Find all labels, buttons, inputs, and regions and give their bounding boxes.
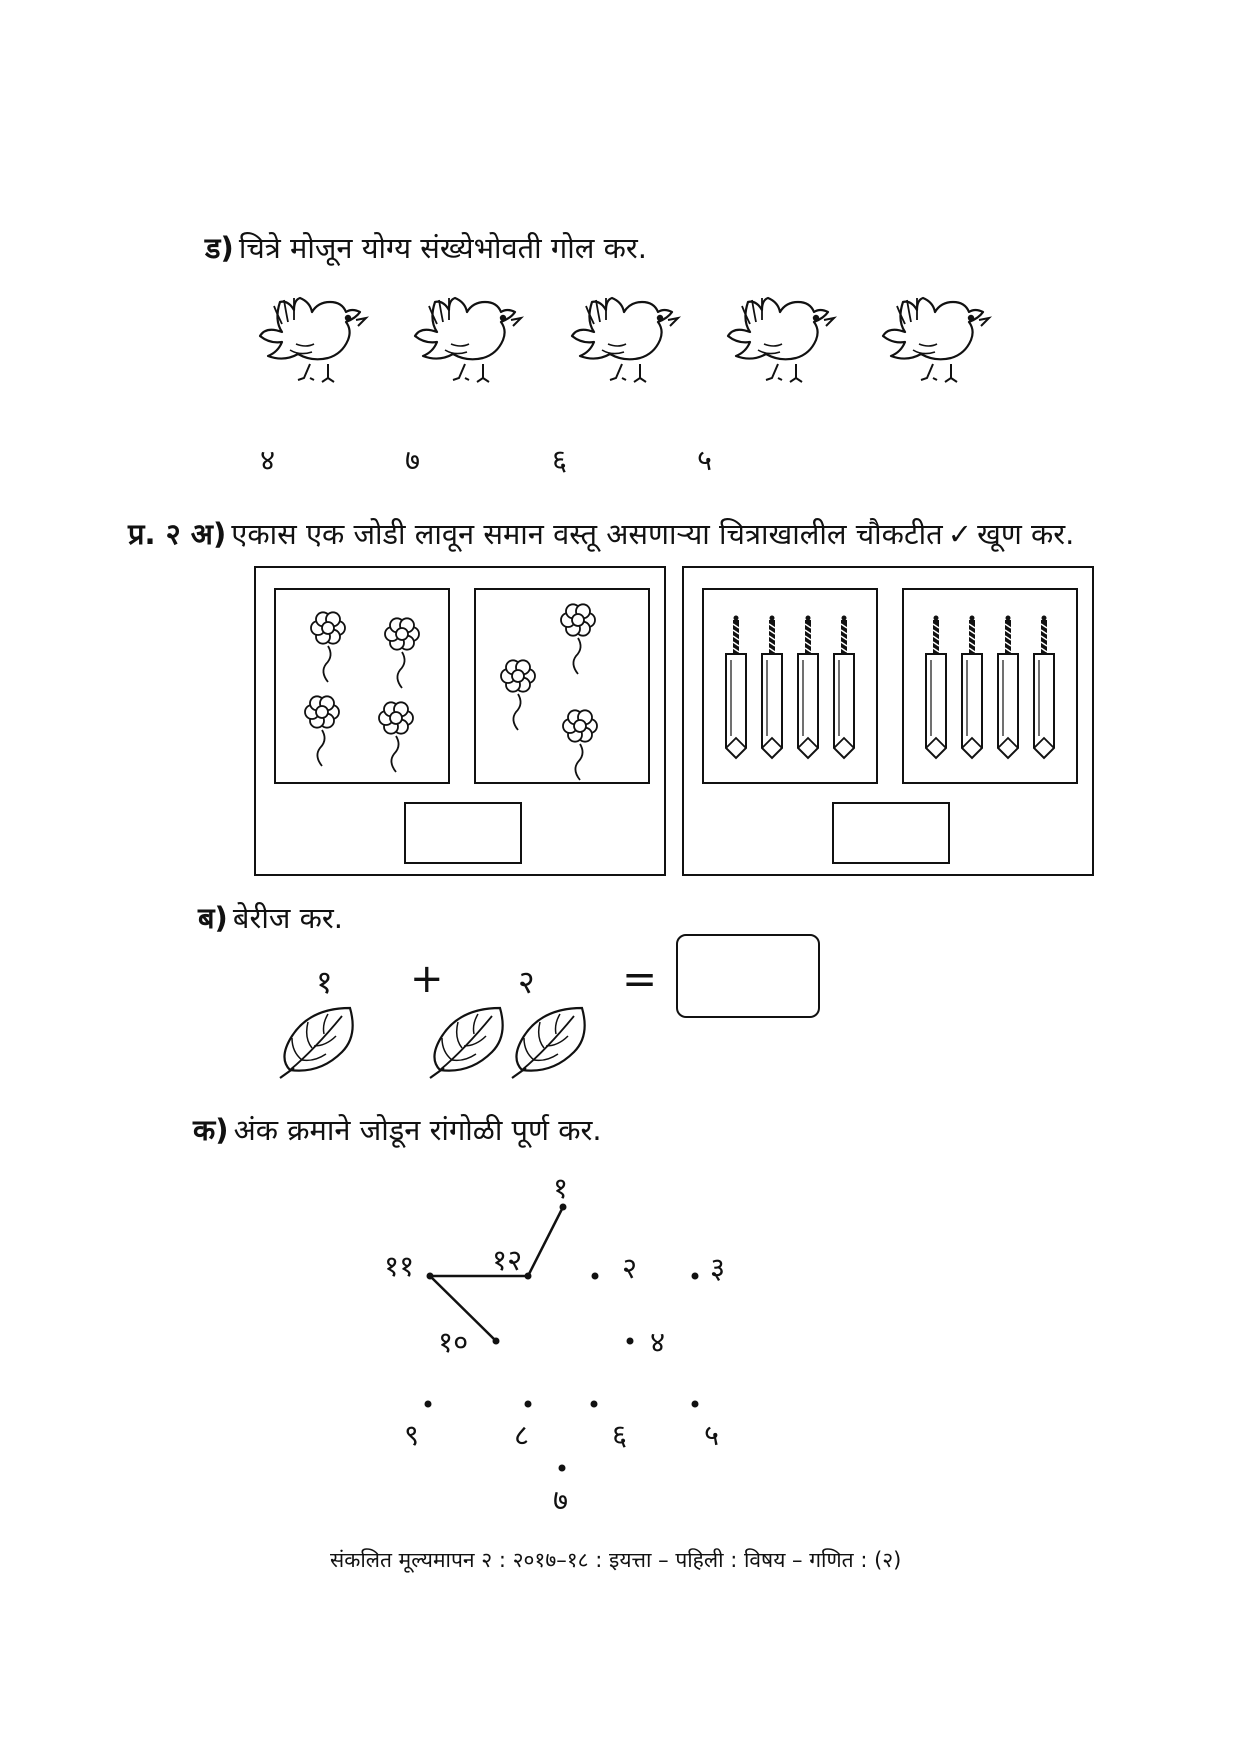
dot-3 xyxy=(691,1272,699,1280)
section-b-label: ब) xyxy=(198,901,228,935)
dot-2 xyxy=(591,1272,599,1280)
bird-icon xyxy=(570,296,682,383)
flowers-group-left xyxy=(304,611,420,773)
flower-icon xyxy=(304,695,340,767)
dot-9 xyxy=(424,1400,432,1408)
section-k-label: क) xyxy=(193,1113,229,1147)
bat-icon xyxy=(925,615,947,760)
flower-icon xyxy=(500,659,536,731)
q2a-instruction: एकास एक जोडी लावून समान वस्तू असणाऱ्या च… xyxy=(231,517,943,551)
section-k-heading: क) अंक क्रमाने जोडून रांगोळी पूर्ण कर. xyxy=(193,1110,602,1149)
leaves-row xyxy=(279,1006,586,1079)
dot-10 xyxy=(492,1337,500,1345)
bat-icon xyxy=(833,615,855,760)
connect-line xyxy=(526,1206,565,1277)
flower-icon xyxy=(384,617,420,689)
option-number[interactable]: ४ xyxy=(260,443,276,477)
flowers-group-right xyxy=(500,603,598,781)
bat-icon xyxy=(1033,615,1055,760)
flower-icon xyxy=(310,611,346,683)
dot-label-3: ३ xyxy=(710,1251,726,1285)
flower-icon xyxy=(560,603,596,675)
dot-6 xyxy=(590,1400,598,1408)
dot-4 xyxy=(626,1337,634,1345)
check-mark-icon: ✓ xyxy=(947,517,973,551)
dot-11 xyxy=(426,1272,434,1280)
dot-label-8: ८ xyxy=(514,1418,530,1452)
answer-tick-box-flowers[interactable] xyxy=(404,802,522,864)
bats-group-left xyxy=(725,615,855,760)
dot-7 xyxy=(558,1464,566,1472)
dot-8 xyxy=(524,1400,532,1408)
dot-label-5: ५ xyxy=(704,1418,720,1452)
flower-card-left xyxy=(274,588,450,784)
flower-card-right xyxy=(474,588,650,784)
bats-group-right xyxy=(925,615,1055,760)
plus-sign: + xyxy=(410,956,444,1002)
leaf-icon xyxy=(511,1006,586,1079)
answer-tick-box-bats[interactable] xyxy=(832,802,950,864)
dot-12 xyxy=(524,1272,532,1280)
section-d-instruction: चित्रे मोजून योग्य संख्येभोवती गोल कर. xyxy=(238,231,647,265)
flower-icon xyxy=(562,709,598,781)
q2a-label: प्र. २ अ) xyxy=(128,517,227,551)
dot-label-9: ९ xyxy=(404,1418,420,1452)
option-number[interactable]: ५ xyxy=(697,443,713,477)
bats-panel xyxy=(682,566,1094,876)
dot-5 xyxy=(691,1400,699,1408)
dot-label-10: १० xyxy=(438,1325,469,1359)
bat-icon xyxy=(997,615,1019,760)
leaf-icon xyxy=(279,1006,354,1079)
bird-icon xyxy=(881,296,993,383)
leaf-icon xyxy=(429,1006,504,1079)
section-d-heading: ड) चित्रे मोजून योग्य संख्येभोवती गोल कर… xyxy=(205,228,647,267)
dot-label-7: ७ xyxy=(553,1483,569,1517)
section-b-heading: ब) बेरीज कर. xyxy=(198,898,343,937)
bird-icon xyxy=(258,296,370,383)
bat-card-left xyxy=(702,588,878,784)
bird-icon xyxy=(726,296,838,383)
bat-icon xyxy=(797,615,819,760)
section-k-instruction: अंक क्रमाने जोडून रांगोळी पूर्ण कर. xyxy=(233,1113,602,1147)
section-b-instruction: बेरीज कर. xyxy=(232,901,343,935)
addend-right: २ xyxy=(518,963,535,1001)
sum-answer-box[interactable] xyxy=(676,934,820,1018)
addend-left: १ xyxy=(316,963,333,1001)
dot-label-6: ६ xyxy=(612,1418,628,1452)
bat-icon xyxy=(961,615,983,760)
dot-label-4: ४ xyxy=(650,1325,666,1359)
dot-label-2: २ xyxy=(622,1251,638,1285)
option-number[interactable]: ६ xyxy=(552,443,568,477)
option-number[interactable]: ७ xyxy=(405,443,421,477)
bat-card-right xyxy=(902,588,1078,784)
flower-icon xyxy=(378,701,414,773)
page-footer: संकलित मूल्यमापन २ : २०१७–१८ : इयत्ता – … xyxy=(330,1548,902,1572)
section-d-label: ड) xyxy=(205,231,234,265)
bat-icon xyxy=(725,615,747,760)
q2a-heading: प्र. २ अ) एकास एक जोडी लावून समान वस्तू … xyxy=(128,514,1074,553)
q2a-instruction-end: खूण कर. xyxy=(977,517,1075,551)
bird-icon xyxy=(413,296,525,383)
dot-label-12: १२ xyxy=(492,1243,523,1277)
bat-icon xyxy=(761,615,783,760)
equals-sign: = xyxy=(622,954,658,1003)
dot-label-11: ११ xyxy=(384,1249,415,1283)
flowers-panel xyxy=(254,566,666,876)
dot-label-1: १ xyxy=(553,1171,569,1205)
